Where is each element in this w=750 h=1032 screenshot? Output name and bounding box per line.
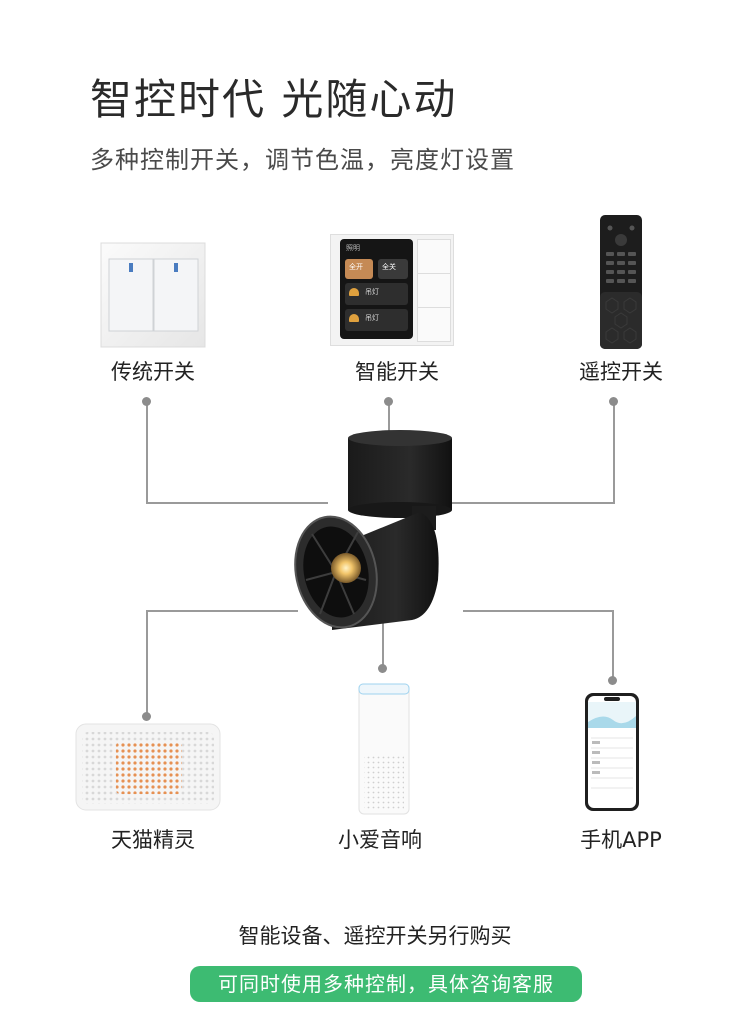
panel-row: 吊灯 <box>345 283 408 305</box>
smart-switch-label: 智能开关 <box>355 360 439 384</box>
smart-panel-screen: 照明 全开 全关 吊灯 吊灯 <box>340 239 413 339</box>
connector-dot <box>609 397 618 406</box>
connector-line-center-vertical <box>388 401 390 435</box>
tmall-genie-label: 天猫精灵 <box>111 828 195 852</box>
connector-dot <box>142 712 151 721</box>
remote-control-image <box>600 215 642 349</box>
phone-app-image <box>585 693 639 811</box>
remote-switch-label: 遥控开关 <box>579 360 663 384</box>
purchase-note: 智能设备、遥控开关另行购买 <box>238 924 512 948</box>
panel-row-label: 吊灯 <box>365 314 379 322</box>
connector-line-bl-horizontal <box>146 610 298 612</box>
traditional-switch-label: 传统开关 <box>111 360 195 384</box>
tmall-genie-image <box>75 723 221 811</box>
connector-dot <box>378 664 387 673</box>
panel-key <box>417 307 451 342</box>
panel-key <box>417 239 451 274</box>
connector-line-bl-vertical <box>146 610 148 716</box>
page-title: 智控时代 光随心动 <box>90 75 458 124</box>
connector-line-br-horizontal <box>463 610 613 612</box>
connector-dot <box>608 676 617 685</box>
panel-row-label: 吊灯 <box>365 288 379 296</box>
connector-line-left-horizontal <box>146 502 328 504</box>
all-off-tile: 全关 <box>378 259 408 279</box>
xiaoai-speaker-image <box>358 683 410 815</box>
smart-panel-header: 照明 <box>346 244 360 252</box>
connector-line-bc-vertical <box>382 622 384 668</box>
all-on-tile: 全开 <box>345 259 373 279</box>
wall-switch-image <box>100 242 206 348</box>
connector-line-right-vertical <box>613 401 615 503</box>
smart-switch-panel: 照明 全开 全关 吊灯 吊灯 <box>330 234 454 346</box>
panel-row: 吊灯 <box>345 309 408 331</box>
xiaoai-speaker-label: 小爱音响 <box>338 828 422 852</box>
spotlight-image <box>294 430 452 630</box>
lamp-icon <box>349 288 359 296</box>
all-on-label: 全开 <box>349 263 363 271</box>
multi-control-badge: 可同时使用多种控制，具体咨询客服 <box>190 966 582 1002</box>
page-subtitle: 多种控制开关，调节色温，亮度灯设置 <box>90 146 515 174</box>
panel-key <box>417 273 451 308</box>
connector-line-left-vertical <box>146 401 148 503</box>
phone-app-label: 手机APP <box>580 828 662 852</box>
all-off-label: 全关 <box>382 263 396 271</box>
connector-line-right-horizontal <box>438 502 615 504</box>
lamp-icon <box>349 314 359 322</box>
connector-dot <box>384 397 393 406</box>
connector-line-br-vertical <box>612 610 614 680</box>
connector-dot <box>142 397 151 406</box>
